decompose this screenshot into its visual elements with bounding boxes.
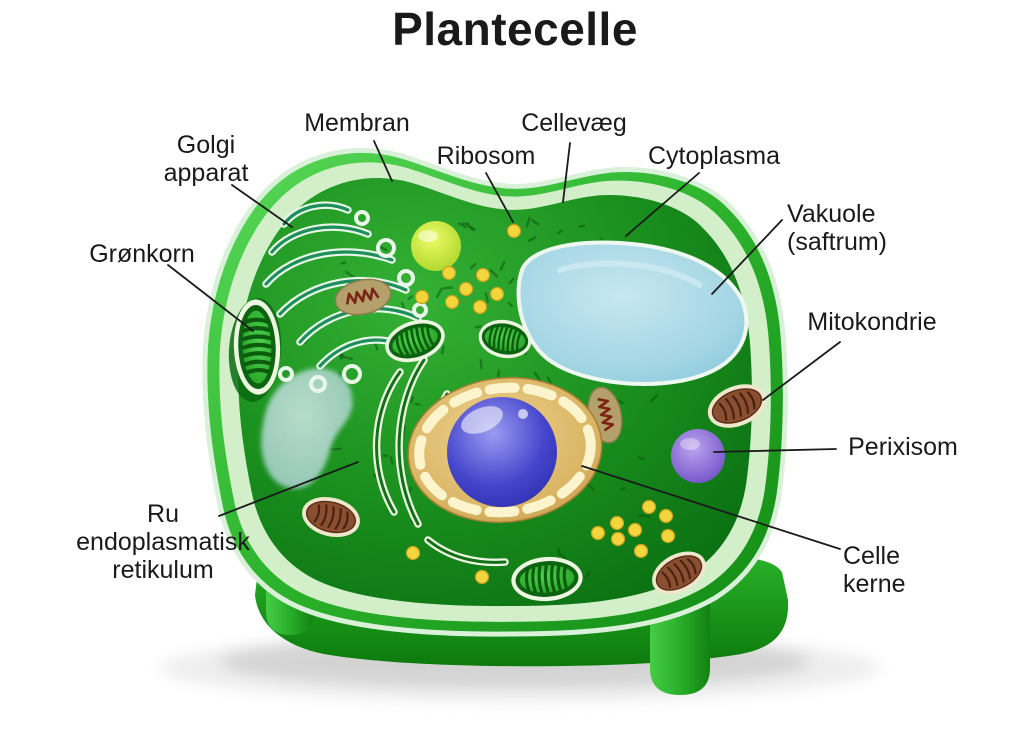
pointer-groenkorn	[167, 264, 254, 332]
label-ru-endoplasmatisk-retikulum: Ru endoplasmatisk retikulum	[76, 500, 250, 584]
pointer-membran	[373, 140, 393, 182]
nucleus	[407, 376, 603, 524]
pointer-vakuole	[711, 219, 783, 295]
label-cytoplasma: Cytoplasma	[648, 142, 780, 170]
label-celle-kerne: Celle kerne	[843, 542, 906, 598]
diagram-title: Plantecelle	[392, 3, 638, 55]
smooth-er-region	[261, 368, 353, 489]
label-groenkorn: Grønkorn	[89, 240, 195, 268]
nuclear-envelope	[414, 382, 596, 518]
label-perixisom: Perixisom	[848, 433, 958, 461]
vacuole	[516, 240, 749, 386]
label-mitokondrie: Mitokondrie	[807, 308, 937, 336]
pointer-perixisom	[713, 448, 837, 453]
peroxisome	[671, 429, 725, 483]
label-ribosom: Ribosom	[436, 142, 536, 170]
pointer-cellevaeg	[562, 142, 571, 203]
label-golgi-apparat: Golgi apparat	[163, 131, 249, 187]
pointer-ru-er	[218, 461, 359, 517]
pointer-golgi	[231, 184, 293, 228]
label-vakuole: Vakuole (saftrum)	[787, 200, 887, 256]
label-cellevaeg: Cellevæg	[521, 109, 627, 137]
vesicle-sphere	[411, 221, 461, 271]
pedestal-foot-right	[650, 598, 710, 695]
pointer-mitokondrie	[762, 341, 841, 401]
pointer-cytoplasma	[625, 172, 700, 237]
label-membran: Membran	[304, 109, 410, 137]
pointer-ribosom	[485, 172, 514, 223]
pointer-lines	[167, 140, 841, 550]
pointer-cellekerne	[581, 465, 841, 550]
